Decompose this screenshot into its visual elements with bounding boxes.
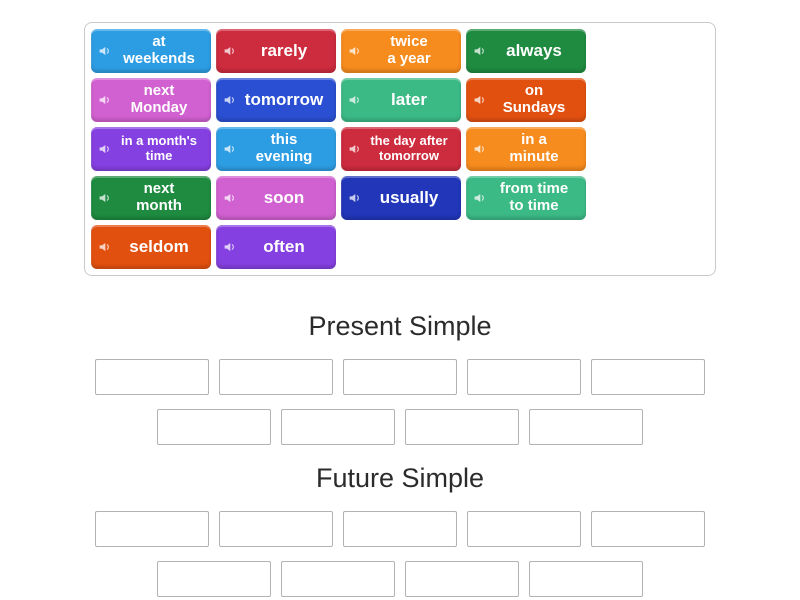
speaker-icon[interactable] bbox=[473, 45, 486, 58]
slot-row bbox=[0, 359, 800, 395]
speaker-icon[interactable] bbox=[98, 241, 111, 254]
word-tile-label: on Sundays bbox=[502, 82, 566, 116]
word-tile-label: next month bbox=[136, 180, 182, 214]
answer-slot[interactable] bbox=[405, 409, 519, 445]
speaker-icon[interactable] bbox=[98, 45, 111, 58]
word-tile-label: tomorrow bbox=[244, 90, 324, 110]
speaker-icon[interactable] bbox=[223, 94, 236, 107]
speaker-icon[interactable] bbox=[348, 45, 361, 58]
word-bank-panel: at weekends rarely twice a year always n… bbox=[84, 22, 716, 276]
word-tile-label: this evening bbox=[255, 131, 313, 165]
word-tile-label: next Monday bbox=[130, 82, 188, 116]
group-title-future-simple: Future Simple bbox=[315, 463, 485, 493]
answer-slot[interactable] bbox=[343, 359, 457, 395]
word-tile-next-month[interactable]: next month bbox=[91, 176, 211, 220]
answer-slot[interactable] bbox=[281, 561, 395, 597]
answer-slot[interactable] bbox=[529, 561, 643, 597]
word-tile-twice-a-year[interactable]: twice a year bbox=[341, 29, 461, 73]
word-tile-in-a-months-time[interactable]: in a month's time bbox=[91, 127, 211, 171]
group-future-simple: Future Simple bbox=[0, 462, 800, 597]
word-tile-label: usually bbox=[379, 188, 439, 208]
word-tile-in-a-minute[interactable]: in a minute bbox=[466, 127, 586, 171]
word-tile-label: rarely bbox=[260, 41, 308, 61]
word-tile-label: often bbox=[263, 237, 305, 257]
answer-slot[interactable] bbox=[157, 409, 271, 445]
slot-row bbox=[0, 561, 800, 597]
word-tile-rarely[interactable]: rarely bbox=[216, 29, 336, 73]
answer-slot[interactable] bbox=[591, 511, 705, 547]
speaker-icon[interactable] bbox=[473, 143, 486, 156]
word-tile-label: in a month's time bbox=[120, 133, 198, 163]
speaker-icon[interactable] bbox=[223, 241, 236, 254]
answer-slot[interactable] bbox=[281, 409, 395, 445]
speaker-icon[interactable] bbox=[98, 143, 111, 156]
answer-slot[interactable] bbox=[95, 511, 209, 547]
word-tile-from-time-to-time[interactable]: from time to time bbox=[466, 176, 586, 220]
word-tile-label: at weekends bbox=[123, 33, 195, 67]
word-tile-the-day-after-tomorrow[interactable]: the day after tomorrow bbox=[341, 127, 461, 171]
word-tile-label: the day after tomorrow bbox=[370, 133, 448, 163]
word-tile-tomorrow[interactable]: tomorrow bbox=[216, 78, 336, 122]
answer-slot[interactable] bbox=[529, 409, 643, 445]
word-tile-seldom[interactable]: seldom bbox=[91, 225, 211, 269]
word-tile-label: seldom bbox=[129, 237, 189, 257]
word-tile-usually[interactable]: usually bbox=[341, 176, 461, 220]
word-tile-often[interactable]: often bbox=[216, 225, 336, 269]
speaker-icon[interactable] bbox=[98, 192, 111, 205]
word-tile-this-evening[interactable]: this evening bbox=[216, 127, 336, 171]
speaker-icon[interactable] bbox=[473, 192, 486, 205]
group-title-present-simple: Present Simple bbox=[308, 311, 492, 341]
answer-slot[interactable] bbox=[467, 359, 581, 395]
word-tile-label: always bbox=[506, 41, 562, 61]
answer-slot[interactable] bbox=[95, 359, 209, 395]
answer-slot[interactable] bbox=[219, 511, 333, 547]
answer-slot[interactable] bbox=[467, 511, 581, 547]
word-tile-label: later bbox=[391, 90, 427, 110]
speaker-icon[interactable] bbox=[223, 143, 236, 156]
answer-slot[interactable] bbox=[405, 561, 519, 597]
word-tile-at-weekends[interactable]: at weekends bbox=[91, 29, 211, 73]
answer-slot[interactable] bbox=[591, 359, 705, 395]
slot-row bbox=[0, 511, 800, 547]
word-tile-always[interactable]: always bbox=[466, 29, 586, 73]
answer-slot[interactable] bbox=[219, 359, 333, 395]
word-tile-label: soon bbox=[263, 188, 305, 208]
word-tile-soon[interactable]: soon bbox=[216, 176, 336, 220]
word-tile-label: in a minute bbox=[509, 131, 559, 165]
speaker-icon[interactable] bbox=[348, 94, 361, 107]
word-tile-label: from time to time bbox=[499, 180, 569, 214]
speaker-icon[interactable] bbox=[98, 94, 111, 107]
speaker-icon[interactable] bbox=[348, 192, 361, 205]
word-tile-label: twice a year bbox=[387, 33, 431, 67]
word-tile-next-monday[interactable]: next Monday bbox=[91, 78, 211, 122]
slot-row bbox=[0, 409, 800, 445]
answer-slot[interactable] bbox=[343, 511, 457, 547]
word-tile-later[interactable]: later bbox=[341, 78, 461, 122]
speaker-icon[interactable] bbox=[223, 45, 236, 58]
speaker-icon[interactable] bbox=[473, 94, 486, 107]
word-tile-on-sundays[interactable]: on Sundays bbox=[466, 78, 586, 122]
group-present-simple: Present Simple bbox=[0, 310, 800, 445]
speaker-icon[interactable] bbox=[223, 192, 236, 205]
speaker-icon[interactable] bbox=[348, 143, 361, 156]
answer-slot[interactable] bbox=[157, 561, 271, 597]
